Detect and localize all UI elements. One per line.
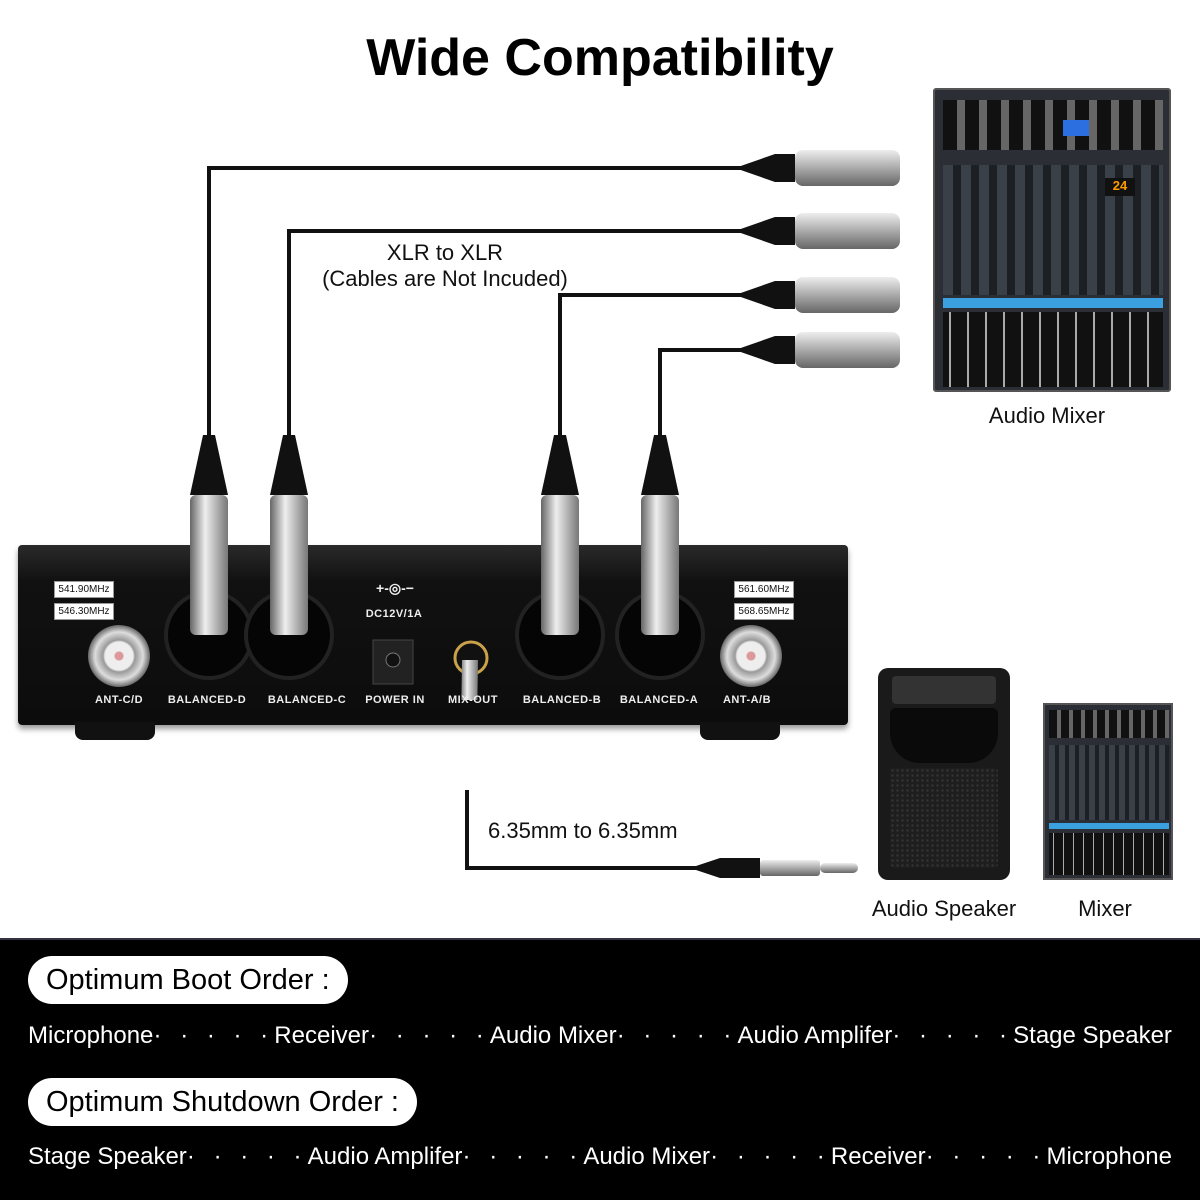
xlr-female-plugs bbox=[190, 435, 679, 700]
separator: · · · · · bbox=[153, 1022, 275, 1049]
separator: · · · · · bbox=[892, 1022, 1014, 1049]
separator: · · · · · bbox=[925, 1143, 1047, 1170]
xlr-cable-a bbox=[658, 348, 745, 440]
port-label: BALANCED-A bbox=[619, 694, 699, 706]
boot-order-row: Microphone · · · · · Receiver · · · · · … bbox=[28, 1022, 1172, 1050]
receiver-foot bbox=[700, 722, 780, 740]
audio-speaker-label: Audio Speaker bbox=[871, 896, 1017, 921]
shutdown-step: Microphone bbox=[1046, 1143, 1172, 1170]
antenna-cd-connector bbox=[88, 625, 150, 687]
audio-mixer-image: 24 bbox=[933, 88, 1171, 392]
power-polarity-symbol: +-◎-− bbox=[376, 580, 414, 596]
receiver-foot bbox=[75, 722, 155, 740]
separator: · · · · · bbox=[710, 1143, 831, 1170]
port-label: ANT-C/D bbox=[94, 694, 144, 706]
xlr-male-plugs bbox=[735, 150, 900, 368]
xlr-cable-b bbox=[558, 293, 745, 440]
port-label: BALANCED-C bbox=[267, 694, 347, 706]
jack-cable bbox=[465, 790, 700, 870]
audio-mixer-label: Audio Mixer bbox=[988, 403, 1106, 428]
xlr-cable-c bbox=[287, 229, 745, 440]
boot-step: Audio Mixer bbox=[489, 1022, 617, 1049]
power-rating: DC12V/1A bbox=[365, 608, 423, 620]
boot-order-heading: Optimum Boot Order : bbox=[28, 956, 348, 1004]
port-label: ANT-A/B bbox=[722, 694, 772, 706]
xlr-cable-note: (Cables are Not Incuded) bbox=[322, 266, 568, 291]
separator: · · · · · bbox=[616, 1022, 738, 1049]
shutdown-step: Stage Speaker bbox=[28, 1143, 187, 1170]
shutdown-step: Audio Amplifer bbox=[307, 1143, 463, 1170]
shutdown-order-row: Stage Speaker · · · · · Audio Amplifer ·… bbox=[28, 1143, 1172, 1171]
shutdown-step: Audio Mixer bbox=[583, 1143, 711, 1170]
xlr-cable-label: XLR to XLR bbox=[386, 240, 504, 265]
port-label: BALANCED-D bbox=[167, 694, 247, 706]
shutdown-step: Receiver bbox=[830, 1143, 926, 1170]
port-label: POWER IN bbox=[365, 694, 425, 706]
freq-label: 568.65MHz bbox=[734, 603, 794, 620]
port-label: BALANCED-B bbox=[522, 694, 602, 706]
boot-step: Microphone bbox=[28, 1022, 154, 1049]
shutdown-order-heading: Optimum Shutdown Order : bbox=[28, 1078, 417, 1126]
mixer-image bbox=[1043, 703, 1173, 880]
page-title: Wide Compatibility bbox=[366, 29, 834, 87]
receiver-back-panel bbox=[18, 545, 848, 725]
mixer-label: Mixer bbox=[1078, 896, 1132, 921]
freq-label: 541.90MHz bbox=[54, 581, 114, 598]
antenna-ab-connector bbox=[720, 625, 782, 687]
boot-step: Audio Amplifer bbox=[737, 1022, 893, 1049]
separator: · · · · · bbox=[186, 1143, 308, 1170]
audio-speaker-image bbox=[878, 668, 1010, 880]
xlr-cable-d bbox=[207, 166, 745, 440]
freq-label: 546.30MHz bbox=[54, 603, 114, 620]
boot-step: Receiver bbox=[274, 1022, 369, 1049]
jack-cable-label: 6.35mm to 6.35mm bbox=[488, 818, 678, 843]
boot-step: Stage Speaker bbox=[1013, 1022, 1172, 1049]
mixer-display: 24 bbox=[1105, 178, 1135, 196]
cable-diagram bbox=[207, 150, 900, 878]
freq-label: 561.60MHz bbox=[734, 581, 794, 598]
port-label: MIX-OUT bbox=[448, 694, 498, 706]
separator: · · · · · bbox=[462, 1143, 584, 1170]
jack-plug bbox=[690, 858, 858, 878]
separator: · · · · · bbox=[369, 1022, 490, 1049]
